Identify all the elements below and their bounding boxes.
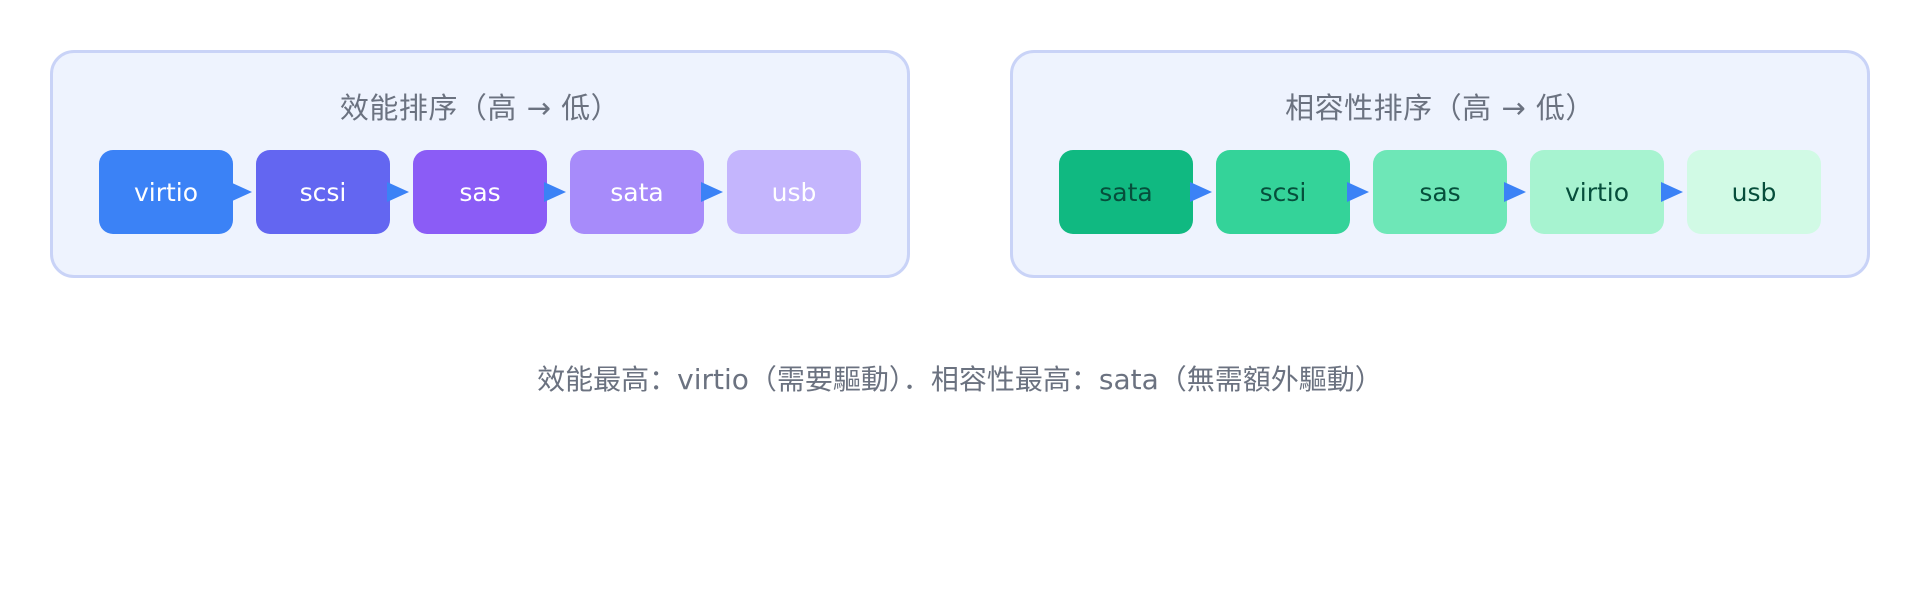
- arrow-right-icon: [701, 182, 723, 202]
- arrow-right-icon: [230, 182, 252, 202]
- arrow-right-icon: [387, 182, 409, 202]
- summary-footnote: 效能最高：virtio（需要驅動）．相容性最高：sata（無需額外驅動）: [537, 363, 1383, 396]
- compatibility-ranking-panel: 相容性排序（高 → 低） sata scsi sas virtio usb: [1010, 50, 1870, 278]
- compatibility-node-virtio: virtio: [1530, 150, 1664, 234]
- performance-node-scsi: scsi: [256, 150, 390, 234]
- arrow-right-icon: [544, 182, 566, 202]
- compatibility-node-sas: sas: [1373, 150, 1507, 234]
- performance-panel-title: 效能排序（高 → 低）: [339, 91, 621, 125]
- performance-node-sas: sas: [413, 150, 547, 234]
- performance-node-sata: sata: [570, 150, 704, 234]
- arrow-right-icon: [1347, 182, 1369, 202]
- performance-node-virtio: virtio: [99, 150, 233, 234]
- compatibility-node-usb: usb: [1687, 150, 1821, 234]
- compatibility-node-scsi: scsi: [1216, 150, 1350, 234]
- performance-node-usb: usb: [727, 150, 861, 234]
- compatibility-panel-title: 相容性排序（高 → 低）: [1285, 91, 1595, 125]
- arrow-right-icon: [1661, 182, 1683, 202]
- compatibility-node-sata: sata: [1059, 150, 1193, 234]
- arrow-right-icon: [1504, 182, 1526, 202]
- compatibility-flow: sata scsi sas virtio usb: [1059, 150, 1821, 234]
- performance-ranking-panel: 效能排序（高 → 低） virtio scsi sas sata usb: [50, 50, 910, 278]
- arrow-right-icon: [1190, 182, 1212, 202]
- performance-flow: virtio scsi sas sata usb: [99, 150, 861, 234]
